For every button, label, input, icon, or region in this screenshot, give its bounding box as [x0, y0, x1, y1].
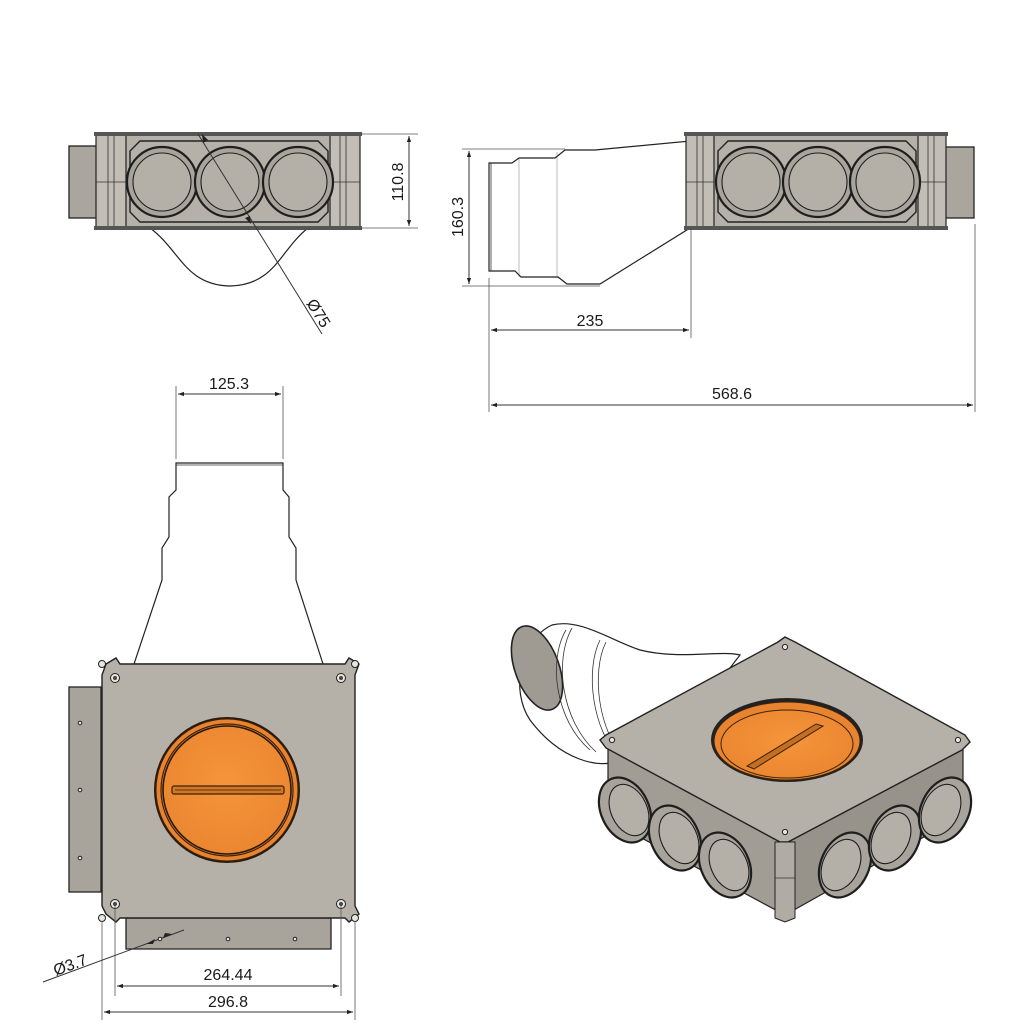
- dimension-overall-width: 296.8: [101, 921, 356, 1020]
- side-view: 160.3 235 568.6: [450, 132, 976, 412]
- dimension-spigot-width: 125.3: [175, 376, 284, 459]
- left-port-rail: [68, 686, 102, 893]
- left-flange: [685, 133, 715, 229]
- port-3: [848, 145, 922, 219]
- dimension-hole-spacing: 264.44: [114, 906, 342, 996]
- corner-hole: [98, 914, 106, 922]
- svg-text:125.3: 125.3: [209, 376, 249, 393]
- iso-port-l2: [647, 804, 703, 872]
- port-1: [125, 145, 199, 219]
- bottom-rail: [94, 226, 362, 230]
- isometric-view: [510, 623, 973, 923]
- screw: [110, 673, 120, 683]
- port-1: [714, 145, 788, 219]
- port-2: [193, 145, 267, 219]
- screw: [336, 899, 346, 909]
- corner-hole: [98, 660, 106, 668]
- front-view: 110.8 Ø75: [68, 132, 418, 335]
- svg-text:235: 235: [577, 313, 604, 330]
- screw: [336, 673, 346, 683]
- svg-text:264.44: 264.44: [204, 967, 253, 984]
- iso-port-r3: [917, 776, 973, 844]
- iso-corner-post: [774, 841, 796, 923]
- dimension-height: 110.8: [360, 133, 418, 229]
- port-2: [781, 145, 855, 219]
- svg-text:160.3: 160.3: [450, 197, 467, 237]
- iso-port-l1: [597, 776, 653, 844]
- reducer-hood: [148, 227, 310, 287]
- right-flange: [329, 133, 361, 229]
- right-flange: [917, 133, 947, 229]
- iso-damper-handle: [745, 723, 825, 770]
- iso-port-r2: [867, 804, 923, 872]
- reducer-spigot: [133, 462, 324, 665]
- port-3: [261, 145, 335, 219]
- dimension-hole-diameter: Ø3.7: [42, 929, 185, 983]
- iso-port-l3: [697, 831, 753, 899]
- dimension-spigot-length: 235: [488, 230, 692, 412]
- corner-hole: [351, 914, 359, 922]
- bottom-port-rail: [125, 917, 332, 950]
- dimension-overall-length: 568.6: [491, 224, 976, 412]
- corner-hole: [351, 660, 359, 668]
- top-rail: [94, 132, 362, 136]
- svg-text:Ø3.7: Ø3.7: [51, 952, 90, 980]
- dimension-spigot-height: 160.3: [450, 148, 600, 287]
- screw: [110, 899, 120, 909]
- left-flange: [95, 133, 127, 229]
- top-view: 125.3 264.44 296.8 Ø3.7: [42, 376, 360, 1020]
- iso-spigot-opening: [510, 625, 564, 711]
- svg-text:568.6: 568.6: [712, 386, 752, 403]
- iso-damper: [711, 698, 863, 782]
- damper-disc: [154, 717, 300, 863]
- svg-text:110.8: 110.8: [390, 162, 407, 201]
- iso-port-r1: [817, 831, 873, 899]
- svg-text:296.8: 296.8: [208, 994, 248, 1011]
- svg-text:Ø75: Ø75: [303, 296, 333, 331]
